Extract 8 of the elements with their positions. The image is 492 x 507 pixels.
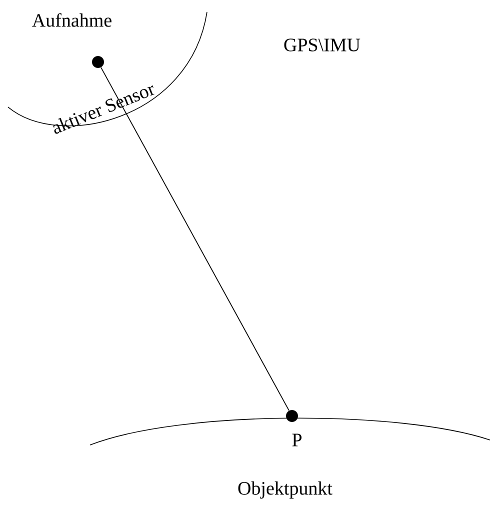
caption-text: Objektpunkt bbox=[238, 481, 332, 499]
caption-text: Aufnahme bbox=[32, 13, 112, 27]
point-dot bbox=[286, 410, 298, 422]
ray-line bbox=[100, 67, 290, 412]
point-dot bbox=[92, 56, 104, 68]
caption-text: GPS\IMU bbox=[284, 38, 360, 52]
arc-label: aktiver Sensor bbox=[53, 85, 154, 134]
point-label: P bbox=[292, 434, 302, 446]
